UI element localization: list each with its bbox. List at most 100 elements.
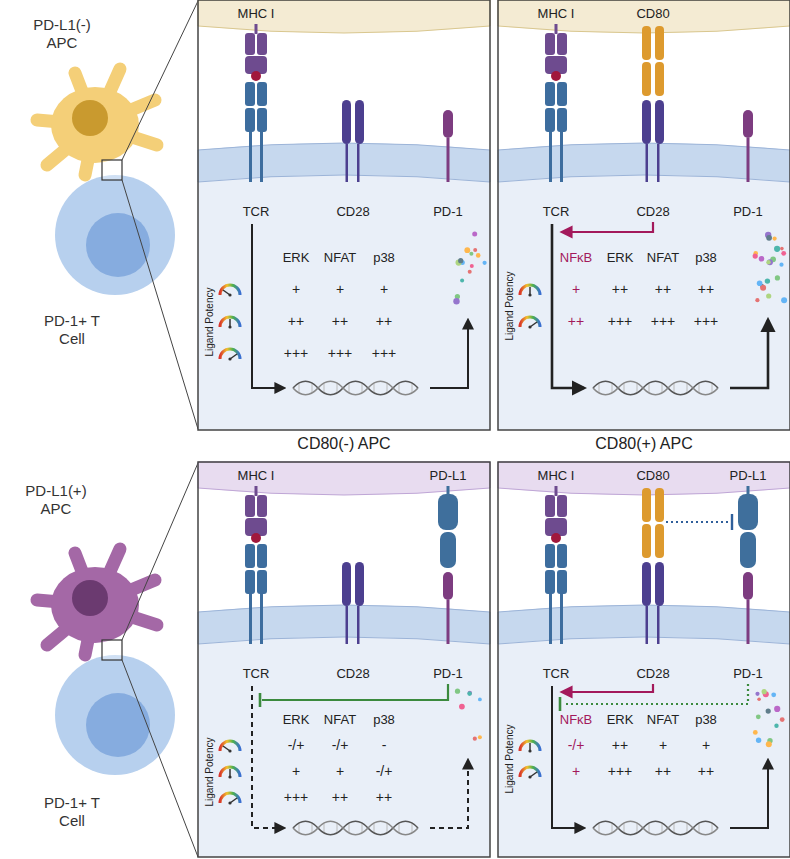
text-label: NFAT xyxy=(324,251,356,265)
cytokine-dot xyxy=(755,298,759,302)
synapse-panel xyxy=(498,0,790,430)
synapse-panel xyxy=(498,462,790,857)
text-label: ++ xyxy=(698,282,714,297)
bottom-cells xyxy=(37,463,198,857)
text-label: + xyxy=(292,282,300,297)
text-label: + xyxy=(292,764,300,779)
cytokine-dot xyxy=(756,714,761,719)
text-label: ++ xyxy=(376,314,392,329)
text-label: +++ xyxy=(284,346,309,361)
cytokine-dot xyxy=(476,253,481,258)
cytokine-dot xyxy=(478,698,482,702)
text-label: + xyxy=(572,764,580,779)
cell-name: PD-L1(-) APC xyxy=(33,16,91,51)
text-label: CD28 xyxy=(636,205,669,219)
cytokine-dot xyxy=(464,247,470,253)
text-label: PD-1 xyxy=(733,205,763,219)
text-label: MHC I xyxy=(238,7,275,21)
cytokine-dot xyxy=(453,298,459,304)
text-label: NFAT xyxy=(647,251,679,265)
text-label: ++ xyxy=(568,314,584,329)
cytokine-dot xyxy=(780,717,785,722)
text-label: NFAT xyxy=(647,713,679,727)
text-label: CD80 xyxy=(636,469,669,483)
text-label: ++ xyxy=(612,282,628,297)
cytokine-dot xyxy=(766,293,771,298)
cytokine-dot xyxy=(757,280,763,286)
cell-name: PD-1+ T Cell xyxy=(44,794,100,829)
cytokine-dot xyxy=(753,730,758,735)
text-label: + xyxy=(702,738,710,753)
cytokine-dot xyxy=(766,709,771,714)
text-label: +++ xyxy=(328,346,353,361)
text-label: ++ xyxy=(698,764,714,779)
cytokine-dot xyxy=(756,738,761,743)
cytokine-dot xyxy=(458,258,463,263)
text-label: CD28 xyxy=(336,667,369,681)
text-label: +++ xyxy=(651,314,676,329)
cytokine-dot xyxy=(780,247,784,251)
text-label: ERK xyxy=(283,251,310,265)
text-label: TCR xyxy=(243,205,270,219)
cytokine-dot xyxy=(774,724,778,728)
top-cells xyxy=(37,1,198,429)
cytokine-dot xyxy=(469,252,473,256)
cytokine-dot xyxy=(755,692,759,696)
axis-label: Ligand Potency xyxy=(504,272,515,341)
cytokine-dot xyxy=(781,251,786,256)
cytokine-dot xyxy=(455,689,460,694)
text-label: + xyxy=(336,282,344,297)
cell-label: PD-1+ T Cell xyxy=(33,794,111,830)
text-label: MHC I xyxy=(538,7,575,21)
axis-label: Ligand Potency xyxy=(204,288,215,357)
text-label: PD-L1 xyxy=(730,469,767,483)
text-label: PD-1 xyxy=(433,667,463,681)
text-label: CD80(-) APC xyxy=(297,435,390,453)
cell-label: PD-L1(-) APC xyxy=(23,16,101,52)
text-label: ERK xyxy=(607,713,634,727)
cytokine-dot xyxy=(483,261,487,265)
cytokine-dot xyxy=(760,285,766,291)
text-label: PD-L1 xyxy=(430,469,467,483)
text-label: ERK xyxy=(607,251,634,265)
synapse-panel xyxy=(198,462,490,857)
cytokine-dot xyxy=(470,264,474,268)
cytokine-dot xyxy=(473,737,477,741)
cytokine-dot xyxy=(762,689,767,694)
text-label: CD80 xyxy=(636,7,669,21)
text-label: p38 xyxy=(373,251,395,265)
cytokine-dot xyxy=(771,692,776,697)
cell-label: PD-L1(+) APC xyxy=(17,482,95,518)
text-label: -/+ xyxy=(288,738,305,753)
text-label: +++ xyxy=(284,790,309,805)
axis-label: Ligand Potency xyxy=(504,725,515,794)
cytokine-dot xyxy=(779,263,783,267)
cytokine-dot xyxy=(473,248,477,252)
cytokine-dot xyxy=(767,259,773,265)
text-label: NFAT xyxy=(324,713,356,727)
cytokine-dot xyxy=(766,235,772,241)
text-label: -/+ xyxy=(568,738,585,753)
cell-label: PD-1+ T Cell xyxy=(33,312,111,348)
cell-name: PD-1+ T Cell xyxy=(44,312,100,347)
text-label: ++ xyxy=(655,282,671,297)
text-label: ++ xyxy=(376,790,392,805)
text-label: CD28 xyxy=(336,205,369,219)
text-label: PD-1 xyxy=(433,205,463,219)
text-label: NFκB xyxy=(560,713,593,727)
text-label: TCR xyxy=(243,667,270,681)
synapse-panel xyxy=(198,0,490,430)
text-label: CD80(+) APC xyxy=(595,435,692,453)
text-label: p38 xyxy=(695,713,717,727)
text-label: -/+ xyxy=(376,764,393,779)
text-label: p38 xyxy=(373,713,395,727)
text-label: +++ xyxy=(372,346,397,361)
cytokine-dot xyxy=(775,275,780,280)
cell-name: PD-L1(+) APC xyxy=(25,482,86,517)
cytokine-dot xyxy=(766,260,770,264)
text-label: -/+ xyxy=(332,738,349,753)
text-label: MHC I xyxy=(238,469,275,483)
text-label: - xyxy=(382,738,387,753)
